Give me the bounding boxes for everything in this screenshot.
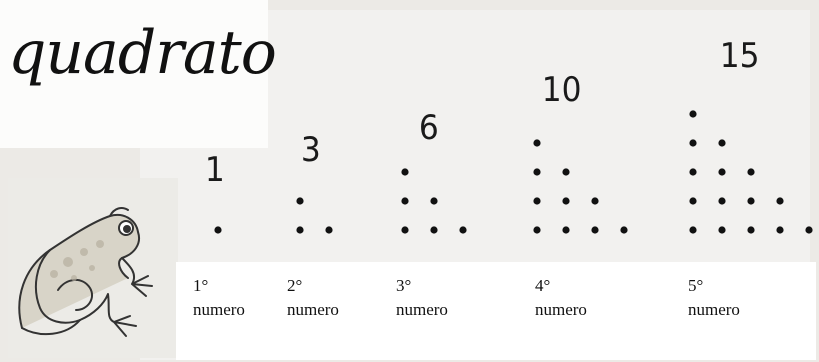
dot — [401, 168, 408, 175]
dot — [459, 226, 466, 233]
dot — [296, 226, 303, 233]
dot — [591, 197, 598, 204]
numero-label: numero — [688, 298, 740, 322]
group-label-5: 5° numero — [688, 274, 740, 322]
dot — [533, 226, 540, 233]
dot — [533, 197, 540, 204]
dot — [296, 197, 303, 204]
dot — [430, 226, 437, 233]
dot — [533, 139, 540, 146]
group-label-3: 3° numero — [396, 274, 448, 322]
ordinal-label: 2° — [287, 274, 339, 298]
dot — [776, 197, 783, 204]
dot — [401, 197, 408, 204]
dot — [718, 226, 725, 233]
dot — [805, 226, 812, 233]
dot — [689, 197, 696, 204]
dot — [718, 139, 725, 146]
numero-label: numero — [193, 298, 245, 322]
ordinal-label: 5° — [688, 274, 740, 298]
numero-label: numero — [287, 298, 339, 322]
dot — [689, 139, 696, 146]
dot — [689, 168, 696, 175]
dot — [718, 168, 725, 175]
dot — [401, 226, 408, 233]
dot — [214, 226, 221, 233]
dot — [562, 226, 569, 233]
dot — [747, 197, 754, 204]
numero-label: numero — [396, 298, 448, 322]
dot — [718, 197, 725, 204]
dot — [747, 226, 754, 233]
dot — [776, 226, 783, 233]
dot — [562, 197, 569, 204]
dot — [325, 226, 332, 233]
group-label-2: 2° numero — [287, 274, 339, 322]
ordinal-label: 4° — [535, 274, 587, 298]
dot — [533, 168, 540, 175]
ordinal-label: 1° — [193, 274, 245, 298]
dot — [430, 197, 437, 204]
group-label-4: 4° numero — [535, 274, 587, 322]
dot — [747, 168, 754, 175]
dot — [620, 226, 627, 233]
group-label-1: 1° numero — [193, 274, 245, 322]
dot — [591, 226, 598, 233]
dot — [689, 226, 696, 233]
ordinal-label: 3° — [396, 274, 448, 298]
dot — [562, 168, 569, 175]
dot — [689, 110, 696, 117]
numero-label: numero — [535, 298, 587, 322]
